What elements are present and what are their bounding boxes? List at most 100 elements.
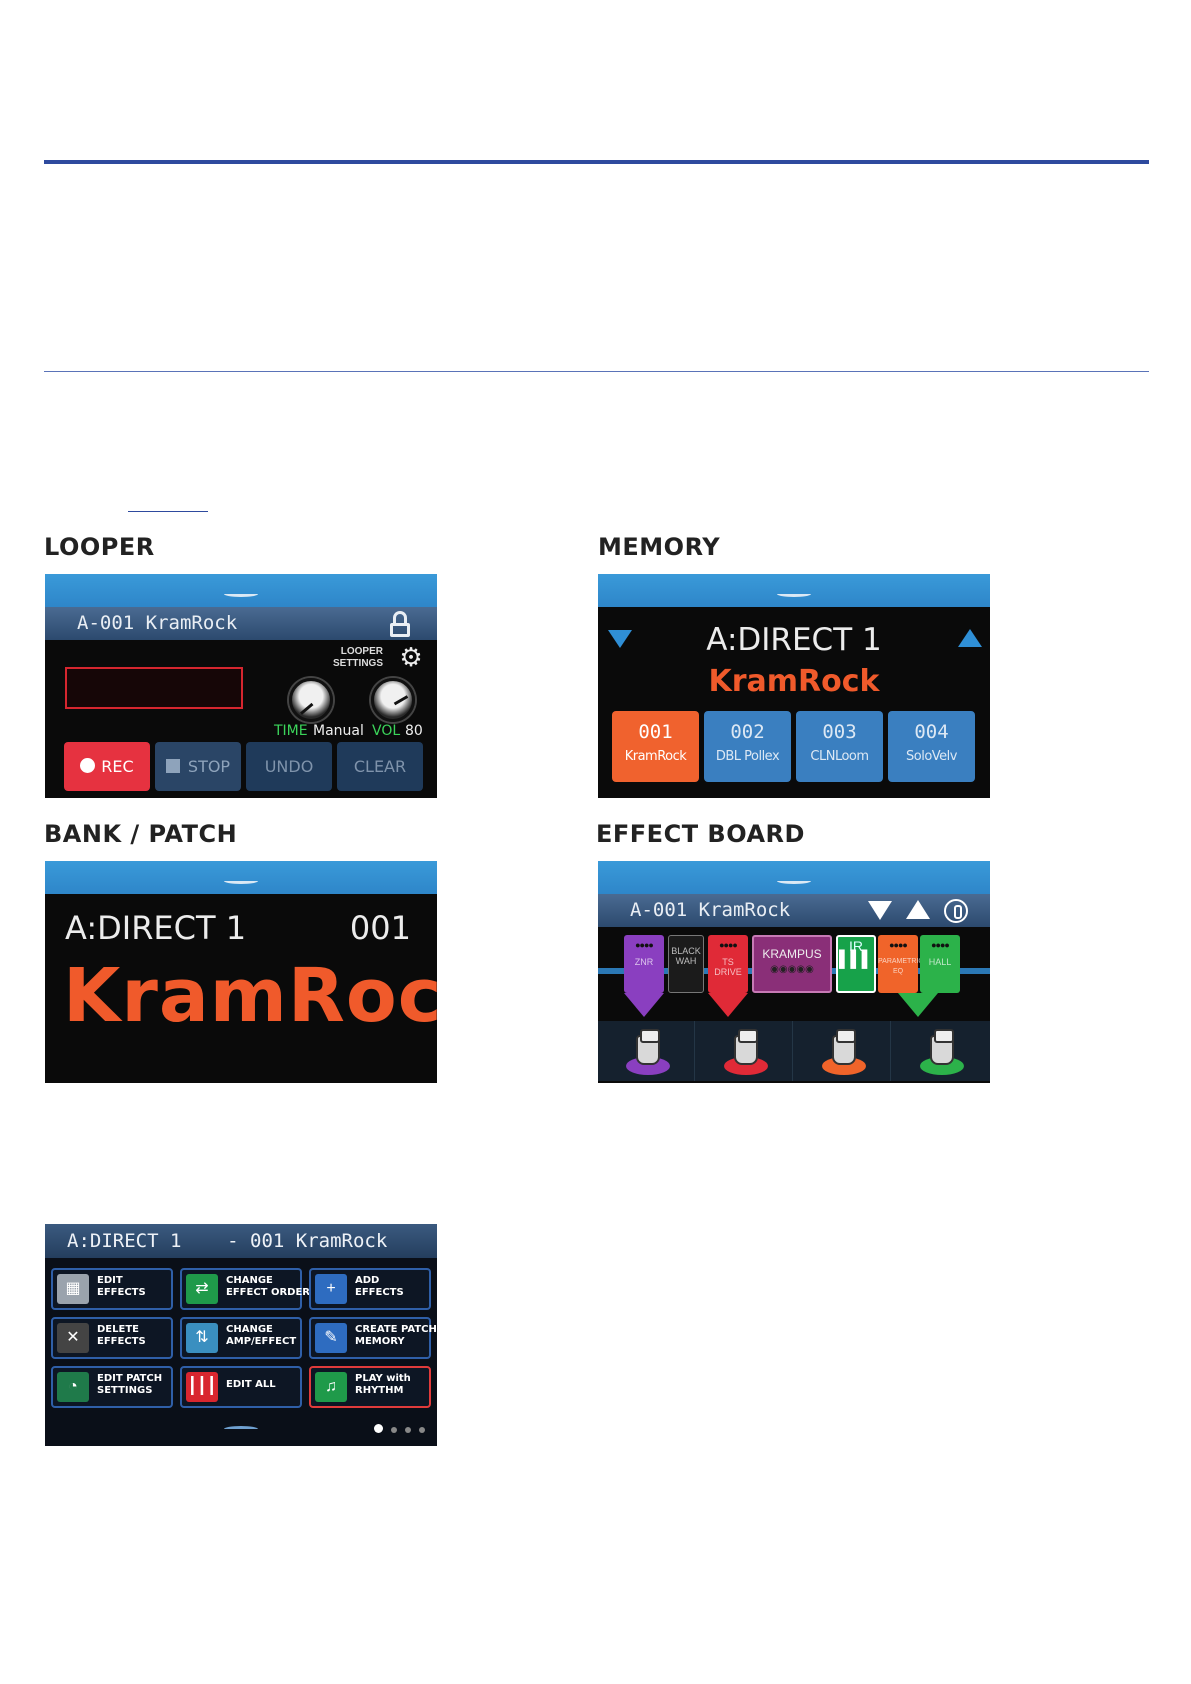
edit-patch-settings-button[interactable]: ◔ EDIT PATCH SETTINGS <box>51 1366 173 1408</box>
delete-effects-button[interactable]: ✕DELETE EFFECTS <box>51 1317 173 1359</box>
pedal-parametric-eq[interactable]: ●●●● PARAMETRIC EQ <box>878 935 923 993</box>
menu-item-label: EDIT ALL <box>226 1379 276 1390</box>
vol-value: 80 <box>405 723 423 739</box>
pedal-label: HALL <box>928 957 952 967</box>
pedal-knobs-icon: ●●●● <box>931 940 950 950</box>
patch-name-large: KramRock <box>63 953 437 1039</box>
section-title-bank-patch: BANK / PATCH <box>44 820 238 848</box>
patch-title: A-001 KramRock <box>77 612 238 634</box>
vol-knob[interactable] <box>371 678 415 722</box>
card-number: 002 <box>730 721 765 743</box>
screen-handle-bar[interactable] <box>598 574 990 607</box>
pedal-ts-drive[interactable]: ●●●●TS DRIVE <box>708 935 748 993</box>
footswitch-icon <box>636 1029 660 1065</box>
create-patch-icon: ✎ <box>315 1323 347 1353</box>
menu-item-label: EDIT EFFECTS <box>97 1275 146 1298</box>
edit-all-icon: ┃┃┃ <box>186 1372 218 1402</box>
time-knob[interactable] <box>289 678 333 722</box>
link-underline <box>128 511 208 512</box>
change-amp-effect-button[interactable]: ⇅ CHANGE AMP/EFFECT <box>180 1317 302 1359</box>
patch-settings-icon: ◔ <box>57 1372 89 1402</box>
edit-all-button[interactable]: ┃┃┃ EDIT ALL <box>180 1366 302 1408</box>
looper-screen: A-001 KramRock LOOPER SETTINGS ⚙ TIME Ma… <box>45 574 437 798</box>
footswitch-row <box>598 1021 990 1081</box>
change-order-icon: ⇄ <box>186 1274 218 1304</box>
menu-item-label: CHANGE AMP/EFFECT <box>226 1324 297 1347</box>
chevron-up-icon[interactable] <box>224 1426 258 1432</box>
footswitch-2[interactable] <box>696 1021 793 1081</box>
pedal-knobs-icon: ●●●● <box>719 940 738 950</box>
add-effects-icon: + <box>315 1274 347 1304</box>
pedal-label: PARAMETRIC EQ <box>878 958 924 975</box>
record-dot-icon <box>80 758 96 773</box>
footswitch-icon <box>734 1029 758 1065</box>
bank-name: A:DIRECT 1 <box>65 909 247 947</box>
pedal-znr[interactable]: ●●●●ZNR <box>624 935 664 993</box>
undo-button[interactable]: UNDO <box>246 742 332 791</box>
looper-title-bar: A-001 KramRock <box>45 607 437 640</box>
section-rule <box>44 371 1149 372</box>
pedal-black-wah[interactable]: BLACK WAH <box>668 935 704 993</box>
section-title-memory: MEMORY <box>598 533 721 561</box>
stop-button[interactable]: STOP <box>155 742 241 791</box>
menu-item-label: DELETE EFFECTS <box>97 1324 146 1347</box>
patch-title: A-001 KramRock <box>630 899 791 921</box>
change-effect-order-button[interactable]: ⇄ CHANGE EFFECT ORDER <box>180 1268 310 1310</box>
pedal-krampus[interactable]: KRAMPUS◉◉◉◉◉ <box>752 935 832 993</box>
card-name: DBL Pollex <box>715 749 780 764</box>
lock-icon[interactable] <box>389 611 411 637</box>
footswitch-3[interactable] <box>794 1021 891 1081</box>
bank-up-icon[interactable] <box>958 629 982 647</box>
time-value: Manual <box>313 723 364 739</box>
menu-item-label: ADD EFFECTS <box>355 1275 404 1298</box>
edit-effects-button[interactable]: ▦ EDIT EFFECTS <box>51 1268 173 1310</box>
footswitch-4[interactable] <box>892 1021 989 1081</box>
settings-line2: SETTINGS <box>332 658 383 669</box>
section-title-looper: LOOPER <box>44 533 155 561</box>
power-icon[interactable] <box>944 899 968 923</box>
screen-handle-bar[interactable] <box>45 861 437 894</box>
pedal-hall[interactable]: ●●●● HALL <box>920 935 960 993</box>
screen-handle-bar[interactable] <box>598 861 990 894</box>
menu-header: A:DIRECT 1 - 001 KramRock <box>45 1224 437 1258</box>
clear-button[interactable]: CLEAR <box>337 742 423 791</box>
menu-item-label: CHANGE EFFECT ORDER <box>226 1275 310 1298</box>
chevron-down-icon <box>224 591 258 597</box>
footswitch-1[interactable] <box>598 1021 695 1081</box>
card-number: 003 <box>822 721 857 743</box>
pedal-knobs-icon: ●●●● <box>889 940 908 950</box>
pedal-label: IR <box>849 938 863 954</box>
chevron-down-icon <box>777 591 811 597</box>
assign-pointer-4 <box>898 993 938 1017</box>
change-amp-icon: ⇅ <box>186 1323 218 1353</box>
memory-patch-name: KramRock <box>708 664 880 699</box>
vol-label: VOL <box>372 723 401 739</box>
bank-down-icon[interactable] <box>608 630 632 648</box>
screen-handle-bar[interactable] <box>45 574 437 607</box>
add-effects-button[interactable]: + ADD EFFECTS <box>309 1268 431 1310</box>
menu-item-label: EDIT PATCH SETTINGS <box>97 1373 163 1396</box>
time-label: TIME <box>274 723 308 739</box>
patch-up-icon[interactable] <box>906 900 930 919</box>
rec-button[interactable]: REC <box>64 742 150 791</box>
play-with-rhythm-button[interactable]: ♫PLAY with RHYTHM <box>309 1366 431 1408</box>
gear-icon[interactable]: ⚙ <box>399 642 423 672</box>
effect-board-title-bar: A-001 KramRock <box>598 894 990 927</box>
loop-waveform-display <box>65 667 243 709</box>
edit-effects-icon: ▦ <box>57 1274 89 1304</box>
patch-down-icon[interactable] <box>868 901 892 920</box>
section-title-effect-board: EFFECT BOARD <box>596 820 805 848</box>
menu-item-label: PLAY with RHYTHM <box>355 1373 411 1396</box>
pedal-ir[interactable]: IR▌▌▌ <box>836 935 876 993</box>
pedal-label: BLACK WAH <box>671 946 701 966</box>
card-name: SoloVelv <box>906 749 957 764</box>
create-patch-memory-button[interactable]: ✎CREATE PATCH MEMORY <box>309 1317 437 1359</box>
assign-pointer-1 <box>624 993 664 1017</box>
header-rule <box>44 160 1149 164</box>
menu-screen: A:DIRECT 1 - 001 KramRock ▦EDIT EFFECTS … <box>45 1224 437 1446</box>
